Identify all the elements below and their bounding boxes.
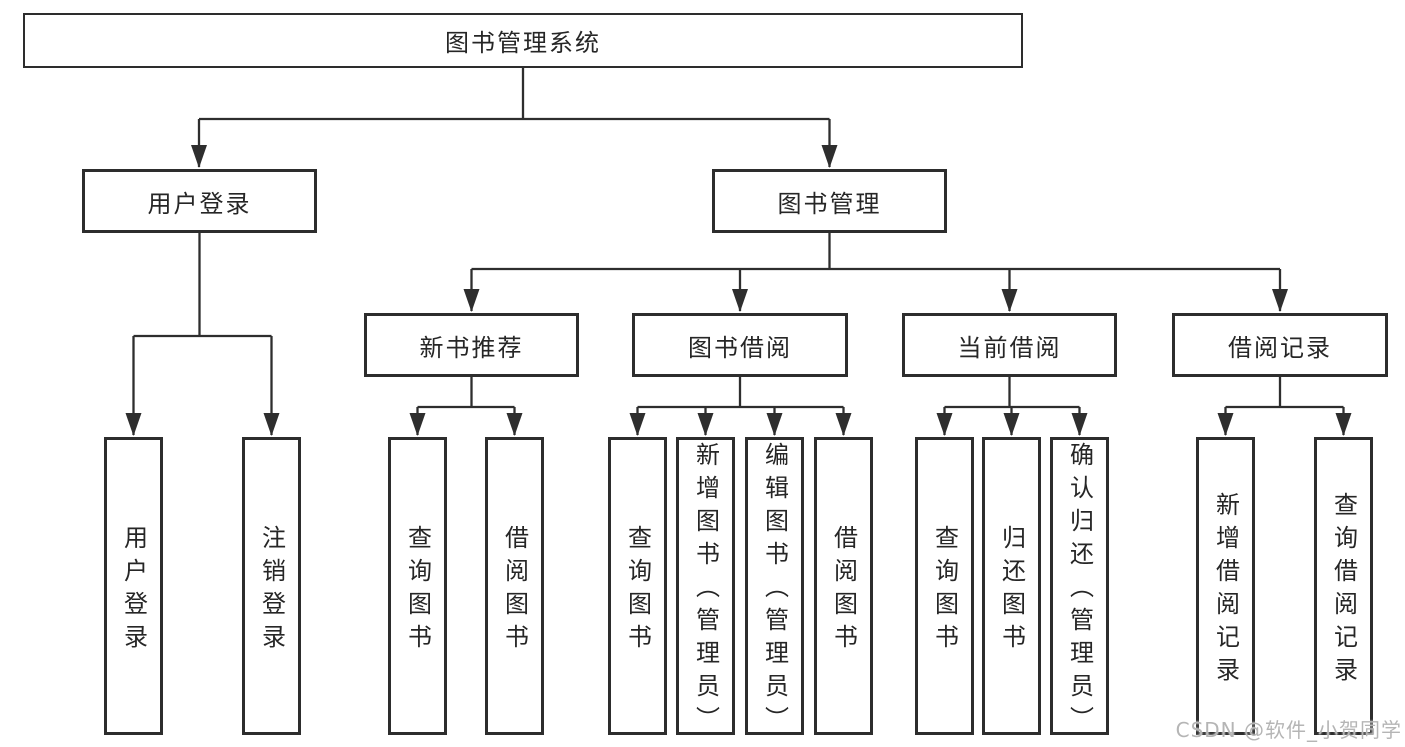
node-new-book-recommend: 新书推荐 <box>364 313 579 377</box>
connector-root-stem <box>199 68 830 121</box>
node-book-management: 图书管理 <box>712 169 947 233</box>
connector-book-borrow-stem <box>637 377 844 409</box>
node-user-login: 用户登录 <box>82 169 317 233</box>
leaf-user-login-label: 用户登录 <box>119 524 148 657</box>
connector-book-management-stem <box>471 233 1280 271</box>
leaf-logout: 注销登录 <box>242 437 301 735</box>
csdn-watermark: CSDN @软件_小贺同学 <box>1175 718 1402 742</box>
leaf-cb-query-books-label: 查询图书 <box>930 524 959 657</box>
leaf-br-add-record-label: 新增借阅记录 <box>1211 491 1240 690</box>
leaf-cb-confirm-return-admin-label: 确认归还（管理员） <box>1065 442 1094 739</box>
node-borrow-records-label: 借阅记录 <box>1228 333 1332 362</box>
leaf-bb-add-books-admin-label: 新增图书（管理员） <box>691 442 720 739</box>
node-borrow-records: 借阅记录 <box>1172 313 1388 377</box>
leaf-bb-add-books-admin: 新增图书（管理员） <box>676 437 735 739</box>
leaf-bb-edit-books-admin-label: 编辑图书（管理员） <box>760 442 789 739</box>
node-current-borrow: 当前借阅 <box>902 313 1117 377</box>
node-root: 图书管理系统 <box>23 13 1023 68</box>
connector-current-borrow-stem <box>944 377 1080 409</box>
leaf-bb-edit-books-admin: 编辑图书（管理员） <box>745 437 804 739</box>
leaf-user-login: 用户登录 <box>104 437 163 735</box>
node-current-borrow-label: 当前借阅 <box>957 333 1062 362</box>
node-book-borrow: 图书借阅 <box>632 313 848 377</box>
leaf-logout-label: 注销登录 <box>257 524 286 657</box>
node-book-management-label: 图书管理 <box>777 189 882 218</box>
leaf-br-query-record: 查询借阅记录 <box>1314 437 1373 735</box>
connector-user-login-stem <box>133 233 272 338</box>
leaf-br-add-record: 新增借阅记录 <box>1196 437 1255 735</box>
node-user-login-label: 用户登录 <box>147 189 252 218</box>
leaf-bb-borrow-books-label: 借阅图书 <box>829 524 858 657</box>
leaf-bb-query-books-label: 查询图书 <box>623 524 652 657</box>
node-book-borrow-label: 图书借阅 <box>688 333 792 362</box>
connector-new-book-stem <box>417 377 515 409</box>
leaf-bb-query-books: 查询图书 <box>608 437 667 735</box>
leaf-cb-return-books: 归还图书 <box>982 437 1041 735</box>
node-root-label: 图书管理系统 <box>445 29 601 57</box>
connector-borrow-records-stem <box>1225 377 1344 409</box>
leaf-nb-borrow-books: 借阅图书 <box>485 437 544 735</box>
leaf-nb-borrow-books-label: 借阅图书 <box>500 524 529 657</box>
leaf-cb-query-books: 查询图书 <box>915 437 974 735</box>
leaf-cb-confirm-return-admin: 确认归还（管理员） <box>1050 437 1109 739</box>
leaf-bb-borrow-books: 借阅图书 <box>814 437 873 735</box>
leaf-cb-return-books-label: 归还图书 <box>997 524 1026 657</box>
leaf-br-query-record-label: 查询借阅记录 <box>1329 491 1358 690</box>
leaf-nb-query-books: 查询图书 <box>388 437 447 735</box>
node-new-book-recommend-label: 新书推荐 <box>419 333 524 362</box>
leaf-nb-query-books-label: 查询图书 <box>403 524 432 657</box>
